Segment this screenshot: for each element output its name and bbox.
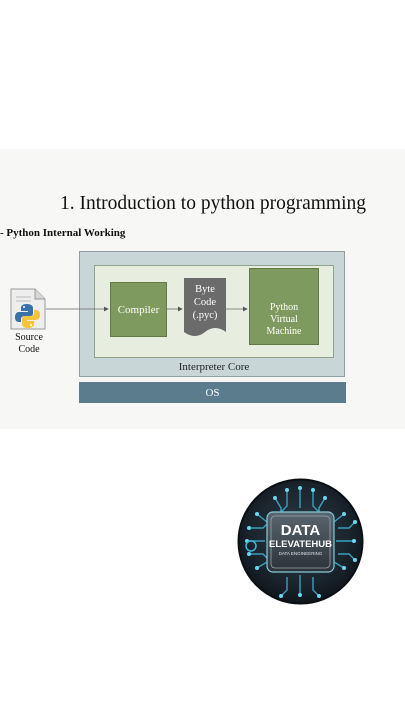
logo-text-data: DATA — [281, 522, 321, 539]
bytecode-document: Byte Code (.pyc) — [184, 278, 226, 340]
logo-text-elevatehub: ELEVATEHUB — [269, 539, 332, 550]
pvm-line-1: Python — [269, 302, 299, 313]
os-bar: OS — [79, 382, 346, 403]
section-label: - Python Internal Working — [0, 227, 126, 239]
python-file-icon — [10, 288, 46, 330]
python-virtual-machine-box: Python Virtual Machine — [249, 268, 319, 345]
compiler-box: Compiler — [110, 282, 167, 337]
data-elevatehub-logo: DATA ELEVATEHUB DATA ENGINEERING — [237, 478, 364, 605]
bytecode-text: Byte Code (.pyc) — [184, 283, 226, 322]
interpreter-core-label: Interpreter Core — [178, 361, 250, 373]
compiler-label: Compiler — [117, 303, 160, 316]
pvm-line-3: Machine — [266, 326, 302, 337]
pvm-line-2: Virtual — [270, 314, 298, 325]
source-label-line-2: Code — [18, 344, 40, 355]
bytecode-line-2: Code — [193, 297, 217, 308]
os-label: OS — [205, 386, 220, 399]
logo-text-data-engineering: DATA ENGINEERING — [279, 551, 323, 556]
pvm-label: Python Virtual Machine — [267, 302, 302, 338]
source-label-line-1: Source — [15, 332, 43, 343]
bytecode-line-3: (.pyc) — [192, 310, 218, 321]
slide-title: 1. Introduction to python programming — [60, 193, 367, 214]
bytecode-line-1: Byte — [195, 284, 215, 295]
source-code-label: Source Code — [4, 332, 54, 356]
bytecode-document-shape — [184, 278, 226, 336]
